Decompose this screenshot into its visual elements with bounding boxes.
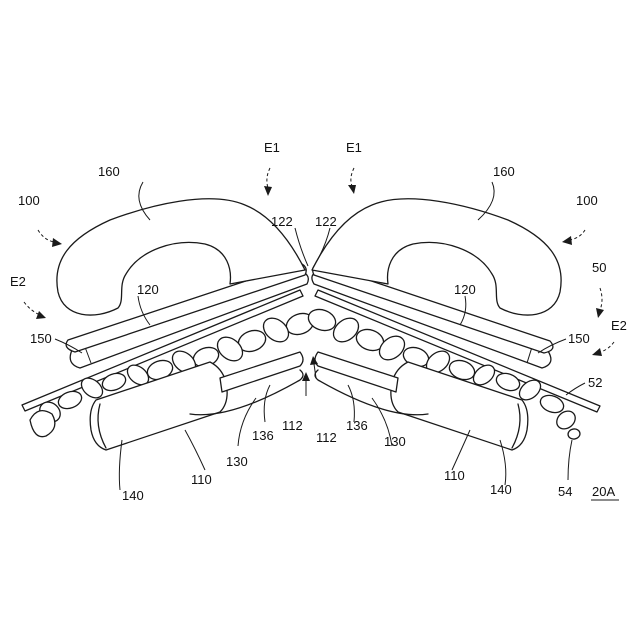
label-54: 54 bbox=[558, 484, 572, 499]
label-50: 50 bbox=[592, 260, 606, 275]
arrow-e1-left bbox=[264, 168, 272, 196]
label-112-right: 112 bbox=[316, 430, 337, 445]
label-e2-right: E2 bbox=[611, 318, 627, 333]
label-120-right: 120 bbox=[454, 282, 476, 297]
figure-id-label: 20A bbox=[592, 484, 615, 499]
arrow-100-right bbox=[562, 230, 585, 245]
label-160-right: 160 bbox=[493, 164, 515, 179]
label-100-right: 100 bbox=[576, 193, 598, 208]
arrow-50 bbox=[596, 288, 604, 318]
label-e1-left: E1 bbox=[264, 140, 280, 155]
label-136-right: 136 bbox=[346, 418, 368, 433]
arrow-e2-right bbox=[592, 342, 614, 356]
label-150-right: 150 bbox=[568, 331, 590, 346]
label-130-right: 130 bbox=[384, 434, 406, 449]
label-52: 52 bbox=[588, 375, 602, 390]
arrow-100-left bbox=[38, 230, 62, 247]
label-130-left: 130 bbox=[226, 454, 248, 469]
label-122-right: 122 bbox=[315, 214, 337, 229]
label-150-left: 150 bbox=[30, 331, 52, 346]
label-140-right: 140 bbox=[490, 482, 512, 497]
label-110-left: 110 bbox=[191, 472, 212, 487]
label-140-left: 140 bbox=[122, 488, 144, 503]
label-110-right: 110 bbox=[444, 468, 465, 483]
label-e2-left: E2 bbox=[10, 274, 26, 289]
label-e1-right: E1 bbox=[346, 140, 362, 155]
label-112-left: 112 bbox=[282, 418, 303, 433]
arrow-e1-right bbox=[348, 168, 356, 194]
label-120-left: 120 bbox=[137, 282, 159, 297]
label-160-left: 160 bbox=[98, 164, 120, 179]
label-100-left: 100 bbox=[18, 193, 40, 208]
arrow-e2-left bbox=[24, 302, 46, 319]
label-136-left: 136 bbox=[252, 428, 274, 443]
label-122-left: 122 bbox=[271, 214, 293, 229]
